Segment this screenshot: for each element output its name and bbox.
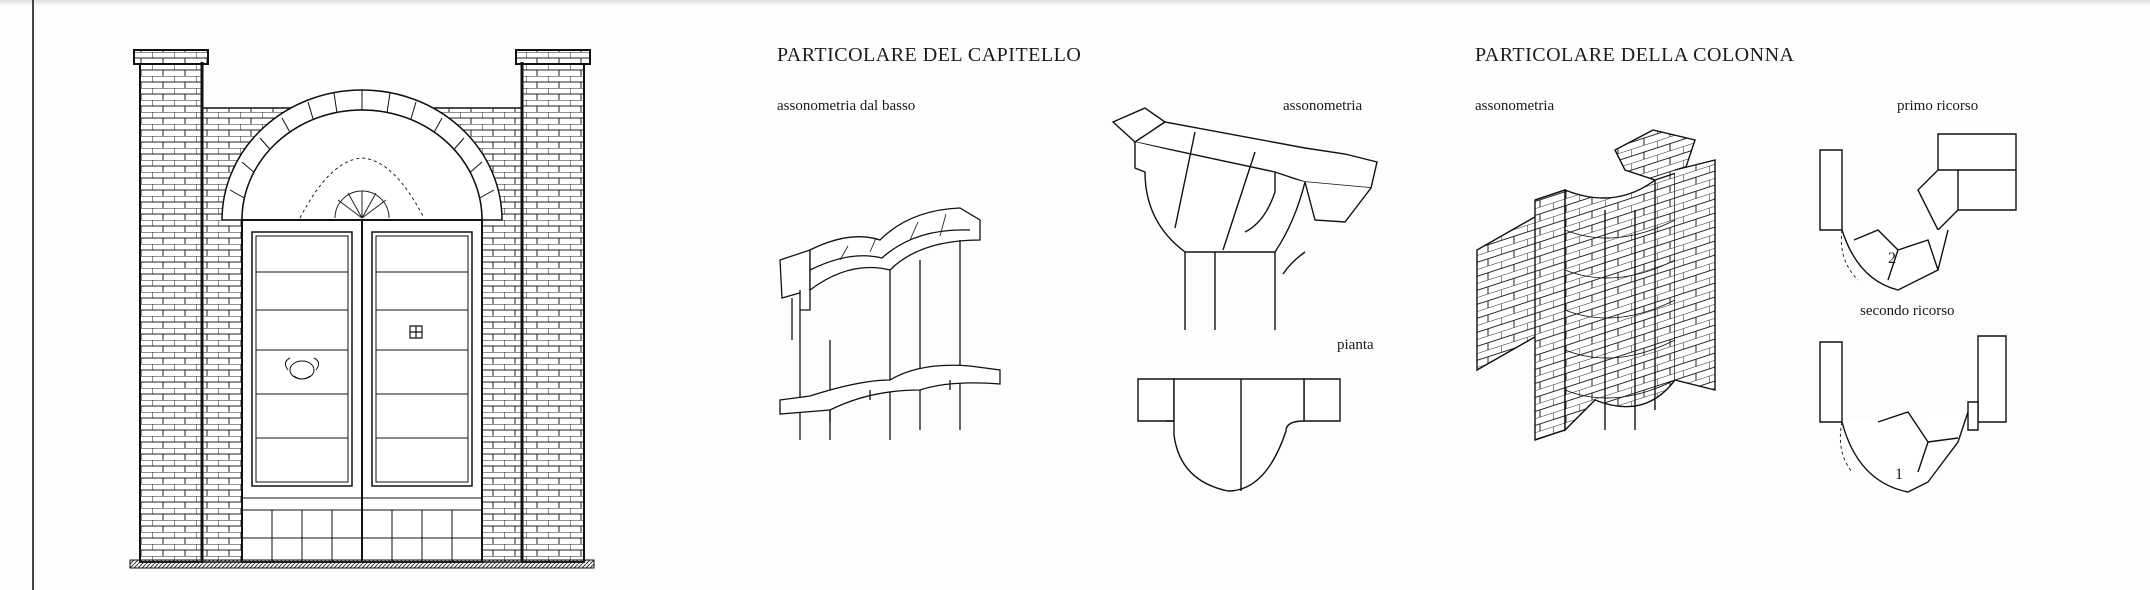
course-number-2: 2 bbox=[1888, 250, 1896, 267]
column-first-course-label: primo ricorso bbox=[1897, 98, 1979, 114]
portal-elevation bbox=[130, 40, 610, 570]
second-course-plan bbox=[1818, 332, 2018, 502]
capital-axonometry bbox=[1105, 102, 1385, 332]
sheet-left-border bbox=[32, 0, 34, 590]
left-pillar bbox=[140, 62, 202, 562]
capital-section-title: PARTICOLARE DEL CAPITELLO bbox=[777, 44, 1082, 66]
column-axonometry-label: assonometria bbox=[1475, 98, 1555, 114]
column-second-course-label: secondo ricorso bbox=[1860, 303, 1955, 319]
capital-plan-label: pianta bbox=[1337, 337, 1374, 353]
capital-from-below-label: assonometria dal basso bbox=[777, 98, 916, 114]
capital-axonometry-label: assonometria bbox=[1283, 98, 1363, 114]
door-emblem bbox=[285, 358, 318, 379]
pilaster-front bbox=[1535, 190, 1565, 440]
lunette bbox=[242, 110, 482, 220]
curved-shaft bbox=[1565, 170, 1675, 430]
sheet-top-edge bbox=[0, 0, 2150, 6]
door-knob bbox=[410, 326, 422, 338]
column-section-title: PARTICOLARE DELLA COLONNA bbox=[1475, 44, 1795, 66]
capital-plan bbox=[1136, 375, 1346, 495]
ground-line bbox=[130, 560, 594, 568]
fan-ornament bbox=[300, 158, 424, 218]
first-course-plan bbox=[1818, 130, 2018, 300]
right-pillar bbox=[522, 62, 584, 562]
course-number-1: 1 bbox=[1895, 466, 1903, 483]
capital-view-from-below bbox=[770, 200, 1030, 460]
column-axonometry bbox=[1475, 130, 1735, 470]
